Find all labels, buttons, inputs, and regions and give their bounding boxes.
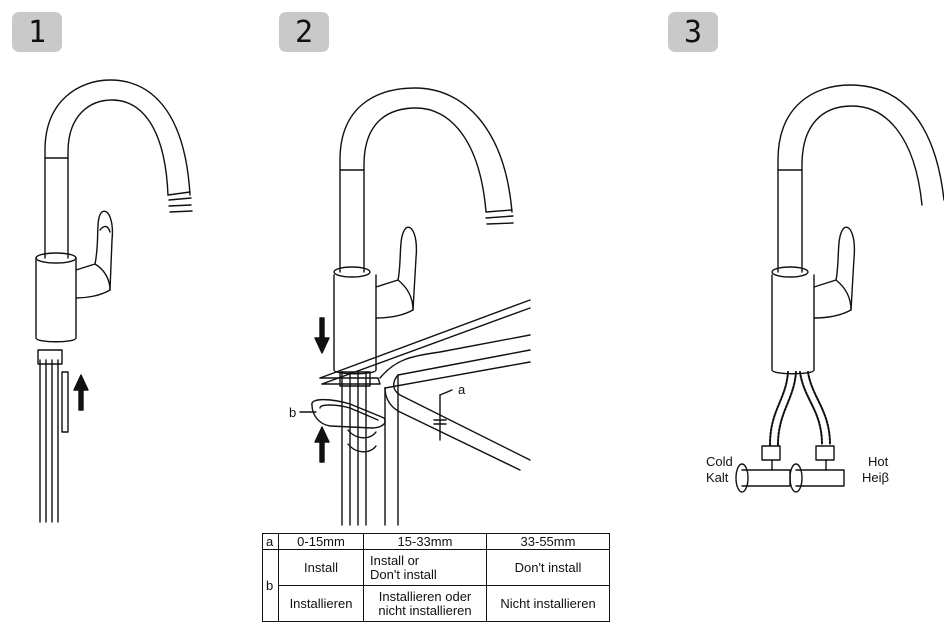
table-cell: b xyxy=(262,549,279,622)
step-3-badge: 3 xyxy=(668,12,718,52)
hot-label: Hot xyxy=(868,454,889,469)
cold-label-de: Kalt xyxy=(706,470,729,485)
table-cell: 0-15mm xyxy=(278,533,364,550)
step1-faucet-icon xyxy=(35,79,193,523)
table-cell: Install or Don't install xyxy=(363,549,487,586)
table-cell: Installieren xyxy=(278,585,364,622)
table-cell: a xyxy=(262,533,279,550)
step2-faucet-icon xyxy=(299,87,531,526)
step-2-badge: 2 xyxy=(279,12,329,52)
table-cell: Don't install xyxy=(486,549,610,586)
label-b: b xyxy=(289,405,297,420)
step-1-badge: 1 xyxy=(12,12,62,52)
table-cell: Nicht installieren xyxy=(486,585,610,622)
install-spec-table: a 0-15mm 15-33mm 33-55mm b Install Insta… xyxy=(262,533,610,622)
cold-label: Cold xyxy=(706,454,733,469)
table-cell: 33-55mm xyxy=(486,533,610,550)
table-header-row: a 0-15mm 15-33mm 33-55mm xyxy=(262,533,610,550)
label-a: a xyxy=(458,382,466,397)
step3-faucet-icon xyxy=(735,84,944,493)
table-row: b Install Install or Don't install Don't… xyxy=(262,549,610,622)
table-cell: Installieren oder nicht installieren xyxy=(363,585,487,622)
table-cell: 15-33mm xyxy=(363,533,487,550)
hot-label-de: Heiβ xyxy=(862,470,889,485)
table-row: Installieren Installieren oder nicht ins… xyxy=(263,585,610,622)
table-cell: Install xyxy=(278,549,364,586)
